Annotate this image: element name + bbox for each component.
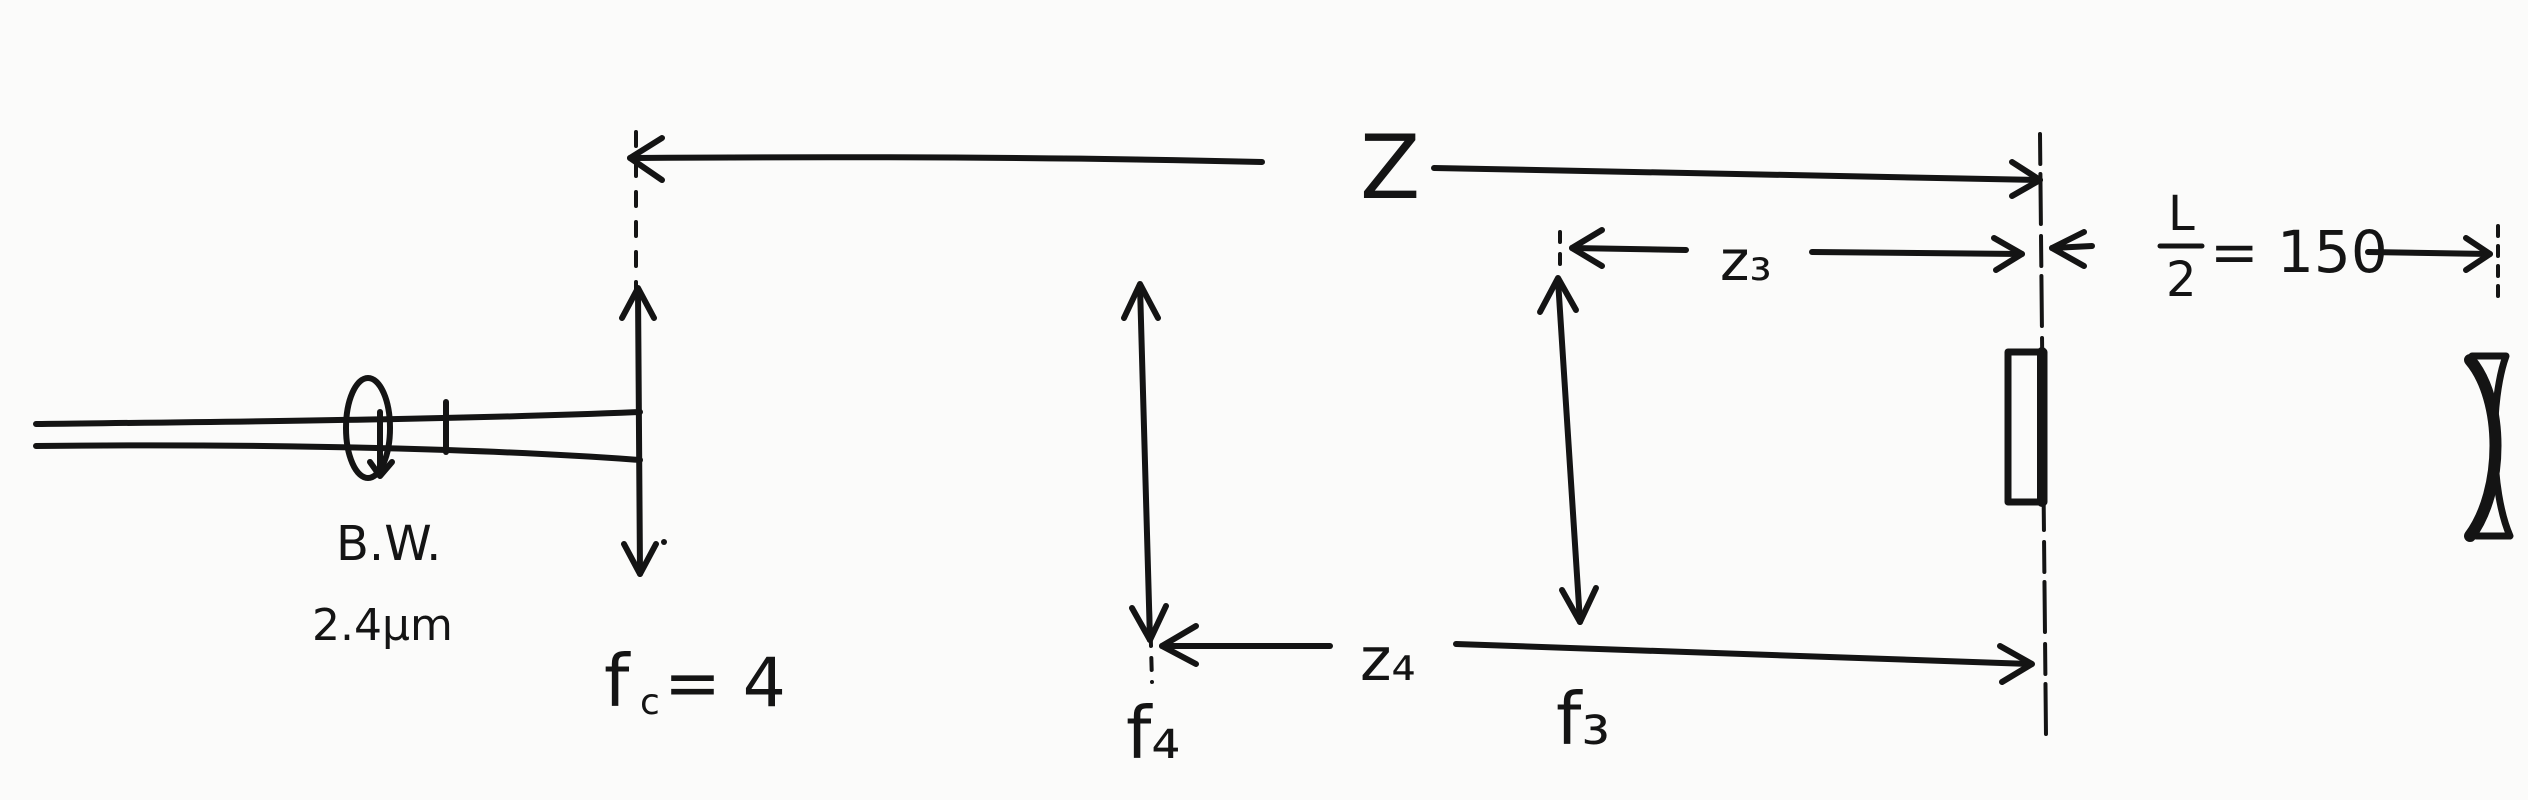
z3-right-segment — [1809, 249, 2025, 257]
distance-z3-arrow — [1569, 227, 2025, 273]
coupler-ellipse — [343, 375, 393, 481]
label-z4: z₄ — [1360, 625, 1416, 695]
z4-right-segment — [1453, 641, 2033, 667]
label-fc: f c = 4 — [604, 639, 786, 723]
z-left-segment — [627, 154, 1265, 165]
beam-upper-line — [33, 409, 643, 427]
coupler-arrow-head — [367, 459, 395, 479]
lens-f3-arrowhead-bottom — [1559, 585, 1599, 625]
curved-mirror — [2464, 352, 2514, 542]
lens-fc — [619, 130, 667, 577]
lens-f3-arrowhead-top — [1537, 275, 1579, 315]
z-right-segment — [1431, 165, 2043, 183]
lens-fc-arrowhead-bottom — [621, 541, 659, 577]
fc-value: = 4 — [664, 644, 786, 723]
fraction-numerator: L — [2168, 186, 2195, 242]
label-f3: f₃ — [1556, 677, 1610, 761]
lens-fc-arrowhead-top — [619, 285, 657, 321]
label-wavelength: 2.4µm — [312, 600, 453, 651]
label-z3: z₃ — [1720, 229, 1772, 294]
z4-left-arrowhead — [1159, 623, 1199, 667]
ink-dot — [661, 539, 667, 545]
label-fiber: B.W. — [336, 516, 441, 572]
label-f4: f₄ — [1126, 691, 1180, 775]
curved-mirror-reflective-face — [2464, 354, 2502, 542]
distance-z-arrow — [627, 135, 2043, 199]
z4-right-arrowhead — [1997, 643, 2035, 685]
lens-f4-dashed-line — [1148, 608, 1154, 684]
mirror-reference-line — [2038, 132, 2048, 738]
fc-symbol: f — [604, 639, 631, 723]
lens-f4 — [1121, 281, 1169, 684]
half-length-arrow — [2049, 224, 2500, 302]
half-length-right-segment — [2365, 249, 2493, 257]
fc-subscript: c — [640, 682, 660, 723]
z3-left-segment — [1569, 245, 1689, 253]
half-length-left-arrowhead — [2049, 229, 2087, 269]
beam-lower-line — [33, 442, 643, 463]
lens-f3 — [1537, 230, 1599, 625]
lens-fc-line — [635, 287, 643, 577]
z3-left-arrowhead — [1569, 227, 1605, 269]
fraction-denominator: 2 — [2166, 252, 2197, 308]
lens-f4-arrowhead-top — [1121, 281, 1161, 321]
distance-z4-arrow — [1159, 623, 2035, 685]
half-length-right-arrowhead — [2463, 235, 2493, 273]
label-z: Z — [1360, 116, 1420, 219]
z3-right-arrowhead — [1991, 235, 2025, 273]
label-half-length: L 2 = 150 — [2157, 186, 2388, 308]
lens-f4-line — [1137, 283, 1153, 643]
half-length-value: = 150 — [2210, 218, 2388, 286]
z-left-arrowhead — [627, 135, 665, 183]
flat-mirror — [2004, 132, 2048, 738]
fiber-coupler-loop — [343, 375, 449, 481]
fiber-beam — [33, 409, 643, 463]
lens-f3-line — [1555, 277, 1583, 625]
